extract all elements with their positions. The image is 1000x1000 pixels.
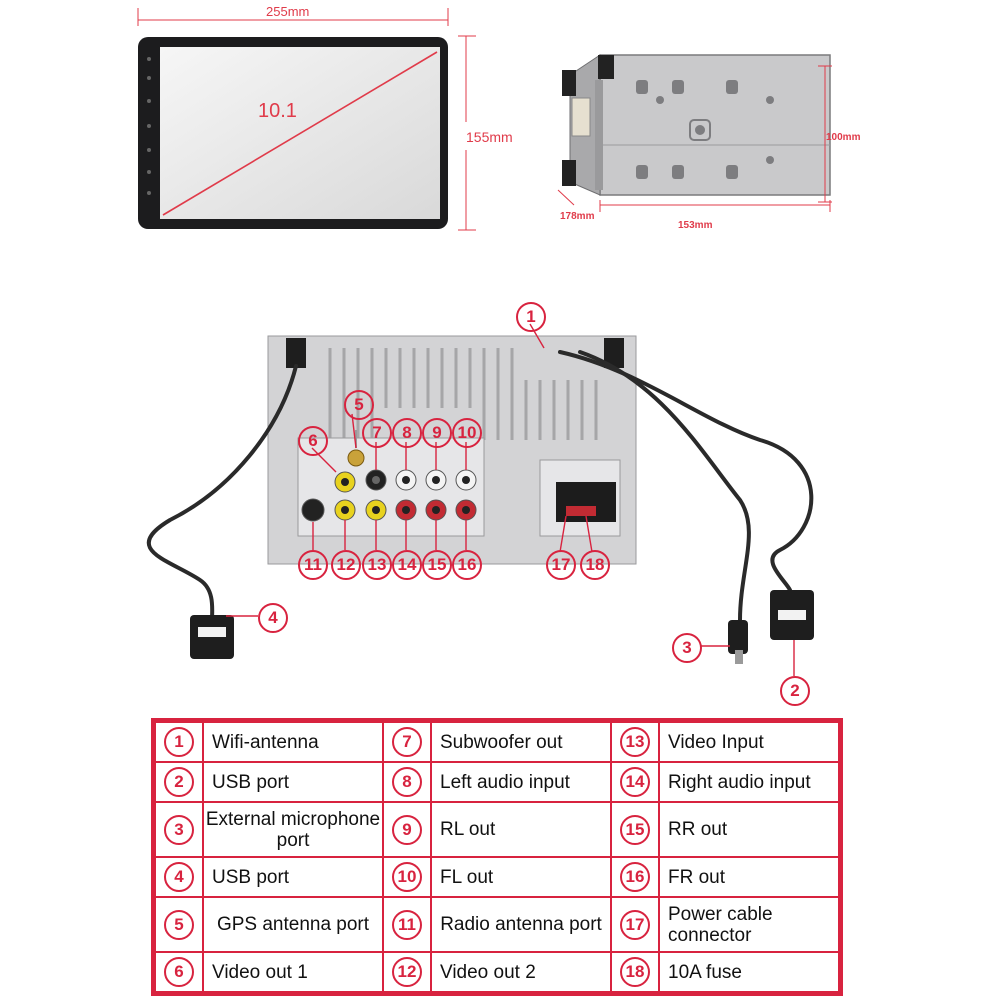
port-label: Wifi-antenna xyxy=(202,721,384,763)
front-view-figure xyxy=(137,8,476,231)
callout-17: 17 xyxy=(546,550,576,580)
callout-13: 13 xyxy=(362,550,392,580)
table-row: 1 Wifi-antenna 7 Subwoofer out 13 Video … xyxy=(154,721,840,763)
callout-14: 14 xyxy=(392,550,422,580)
front-height-label: 155mm xyxy=(466,129,513,145)
port-label: FR out xyxy=(658,856,840,898)
callout-16: 16 xyxy=(452,550,482,580)
port-label: RL out xyxy=(430,801,612,858)
chassis-height-label: 100mm xyxy=(826,132,861,143)
port-label: Video out 2 xyxy=(430,951,612,993)
front-width-label: 255mm xyxy=(266,4,310,19)
callout-11: 11 xyxy=(298,550,328,580)
callout-6: 6 xyxy=(298,426,328,456)
port-label: RR out xyxy=(658,801,840,858)
chassis-width-label: 153mm xyxy=(678,220,713,231)
callout-12: 12 xyxy=(331,550,361,580)
port-label: Right audio input xyxy=(658,761,840,803)
port-label: External microphone port xyxy=(202,801,384,858)
rear-panel-figure xyxy=(146,323,814,676)
callout-8: 8 xyxy=(392,418,422,448)
port-label: Subwoofer out xyxy=(430,721,612,763)
port-label: FL out xyxy=(430,856,612,898)
port-label: Video Input xyxy=(658,721,840,763)
port-label: 10A fuse xyxy=(658,951,840,993)
table-row: 4 USB port 10 FL out 16 FR out xyxy=(154,856,840,898)
table-row: 3 External microphone port 9 RL out 15 R… xyxy=(154,801,840,858)
callout-4: 4 xyxy=(258,603,288,633)
callout-5: 5 xyxy=(344,390,374,420)
callout-2: 2 xyxy=(780,676,810,706)
port-label: GPS antenna port xyxy=(202,896,384,953)
callout-15: 15 xyxy=(422,550,452,580)
callout-10: 10 xyxy=(452,418,482,448)
chassis-figure xyxy=(557,54,832,212)
callout-7: 7 xyxy=(362,418,392,448)
chassis-depth-label: 178mm xyxy=(560,211,595,222)
port-label: Left audio input xyxy=(430,761,612,803)
table-row: 5 GPS antenna port 11 Radio antenna port… xyxy=(154,896,840,953)
callout-18: 18 xyxy=(580,550,610,580)
port-label: USB port xyxy=(202,761,384,803)
callout-9: 9 xyxy=(422,418,452,448)
screen-size-label: 10.1 xyxy=(258,100,297,122)
table-row: 2 USB port 8 Left audio input 14 Right a… xyxy=(154,761,840,803)
callout-3: 3 xyxy=(672,633,702,663)
table-row: 6 Video out 1 12 Video out 2 18 10A fuse xyxy=(154,951,840,993)
callout-1: 1 xyxy=(516,302,546,332)
port-label: Power cable connector xyxy=(658,896,840,953)
port-label: Video out 1 xyxy=(202,951,384,993)
port-label: Radio antenna port xyxy=(430,896,612,953)
port-legend-table: 1 Wifi-antenna 7 Subwoofer out 13 Video … xyxy=(151,718,843,996)
port-label: USB port xyxy=(202,856,384,898)
